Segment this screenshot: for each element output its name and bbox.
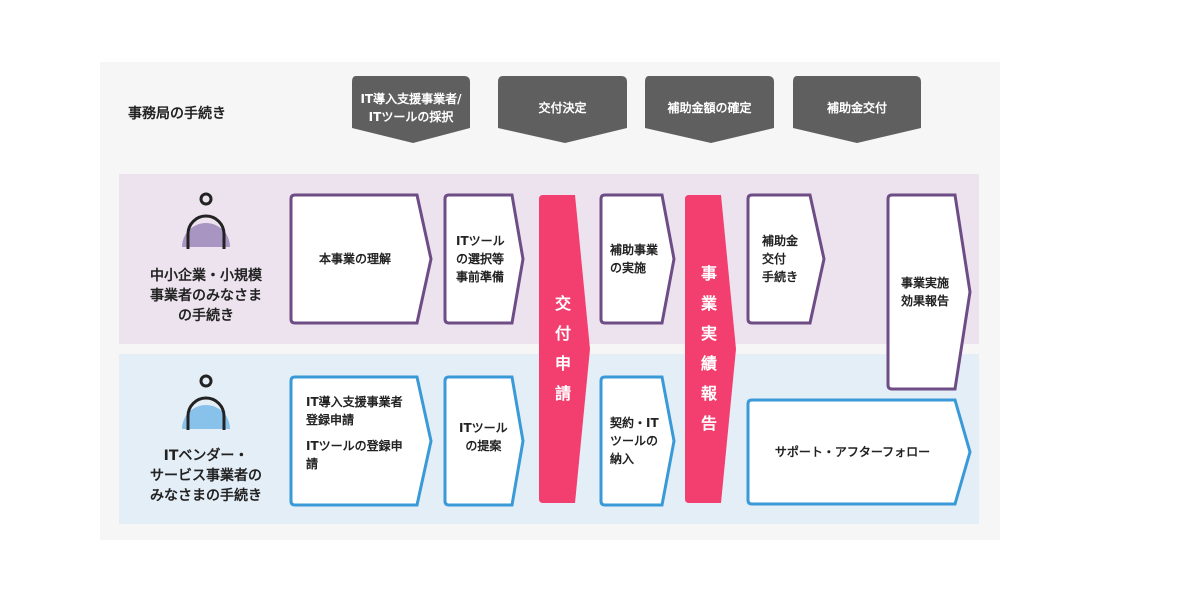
- vendor-step-1-line-2: 登録申請: [306, 413, 355, 427]
- sme-step-4-line-2: 交付: [762, 252, 787, 266]
- office-step-2-shape: [498, 76, 627, 143]
- vendor-step-4-shape: [746, 398, 972, 506]
- sme-step-2-line-2: の選択等: [456, 252, 505, 266]
- vendor-label-line-3: みなさまの手続き: [150, 488, 262, 504]
- sme-step-5-line-2: 効果報告: [900, 294, 949, 308]
- sme-step-4-line-3: 手続き: [762, 270, 799, 284]
- sme-label-line-3: の手続き: [178, 308, 234, 324]
- office-step-3: 補助金額の確定: [645, 99, 774, 117]
- sme-step-3: 補助事業 の実施: [610, 241, 658, 277]
- vendor-step-2-line-2: の提案: [465, 439, 502, 453]
- sme-step-2: ITツール の選択等 事前準備: [456, 232, 505, 286]
- sme-step-2-line-1: ITツール: [456, 234, 505, 248]
- vendor-lane-label: ITベンダー・ サービス事業者の みなさまの手続き: [131, 446, 281, 506]
- sme-step-3-shape: [599, 193, 676, 325]
- sme-step-1: 本事業の理解: [293, 250, 417, 268]
- sme-step-3-line-1: 補助事業: [610, 243, 659, 257]
- vendor-label-line-1: ITベンダー・: [163, 448, 249, 464]
- vendor-step-3-line-2: ツールの: [610, 434, 659, 448]
- vendor-step-1-line-4: 請: [306, 457, 319, 471]
- sme-step-5-line-1: 事業実施: [900, 276, 949, 290]
- sme-label-line-1: 中小企業・小規模: [150, 268, 262, 284]
- sme-step-1-line-1: 本事業の理解: [318, 252, 391, 266]
- sme-step-1-shape: [289, 193, 433, 325]
- vendor-step-3-line-1: 契約・IT: [610, 416, 659, 430]
- office-step-4-shape: [793, 76, 921, 143]
- sme-label-line-2: 事業者のみなさま: [150, 288, 262, 304]
- sme-step-4-line-1: 補助金: [762, 234, 799, 248]
- office-step-1: IT導入支援事業者/ ITツールの採択: [352, 90, 470, 126]
- sme-step-5: 事業実施 効果報告: [890, 274, 960, 310]
- sme-step-2-line-3: 事前準備: [456, 270, 505, 284]
- vendor-step-2-shape: [443, 375, 525, 507]
- office-step-1-shape: [352, 76, 470, 143]
- sme-step-2-shape: [443, 193, 525, 325]
- sme-step-3-line-2: の実施: [610, 261, 647, 275]
- milestone-2-label: 事 業 実 績 報 告: [700, 264, 717, 433]
- vendor-step-3-line-3: 納入: [610, 452, 635, 466]
- office-step-1-line-2: ITツールの採択: [368, 110, 454, 124]
- vendor-step-1-line-1: IT導入支援事業者: [306, 395, 403, 409]
- sme-lane-label: 中小企業・小規模 事業者のみなさま の手続き: [131, 266, 281, 326]
- vendor-step-2: ITツール の提案: [459, 419, 508, 455]
- vendor-step-4: サポート・アフターフォロー: [750, 443, 955, 461]
- vendor-step-1-line-3: ITツールの登録申: [306, 439, 403, 453]
- vendor-person-icon: [182, 374, 230, 430]
- office-step-3-line-1: 補助金額の確定: [667, 101, 752, 115]
- office-step-2: 交付決定: [498, 99, 627, 117]
- sme-step-4-shape: [746, 193, 826, 325]
- vendor-step-2-line-1: ITツール: [459, 421, 508, 435]
- milestone-1-shape: [539, 195, 590, 503]
- office-lane-label: 事務局の手続き: [128, 106, 226, 122]
- vendor-step-1-shape: [289, 375, 433, 507]
- sme-step-5-shape: [886, 193, 972, 391]
- vendor-step-3-shape: [599, 375, 676, 507]
- office-step-4: 補助金交付: [793, 99, 921, 117]
- milestone-2-shape: [685, 195, 736, 503]
- vendor-step-3: 契約・IT ツールの 納入: [610, 414, 659, 468]
- office-step-3-shape: [645, 76, 774, 143]
- vendor-step-4-line-1: サポート・アフターフォロー: [774, 445, 931, 459]
- vendor-label-line-2: サービス事業者の: [150, 468, 262, 484]
- office-step-2-line-1: 交付決定: [538, 101, 587, 115]
- office-step-4-line-1: 補助金交付: [826, 101, 887, 115]
- sme-step-4: 補助金 交付 手続き: [762, 232, 798, 286]
- sme-person-icon: [182, 192, 230, 249]
- vendor-step-1: IT導入支援事業者 登録申請 ITツールの登録申 請: [306, 393, 403, 473]
- milestone-1-label: 交 付 申 請: [554, 294, 571, 403]
- office-step-1-line-1: IT導入支援事業者/: [360, 92, 462, 106]
